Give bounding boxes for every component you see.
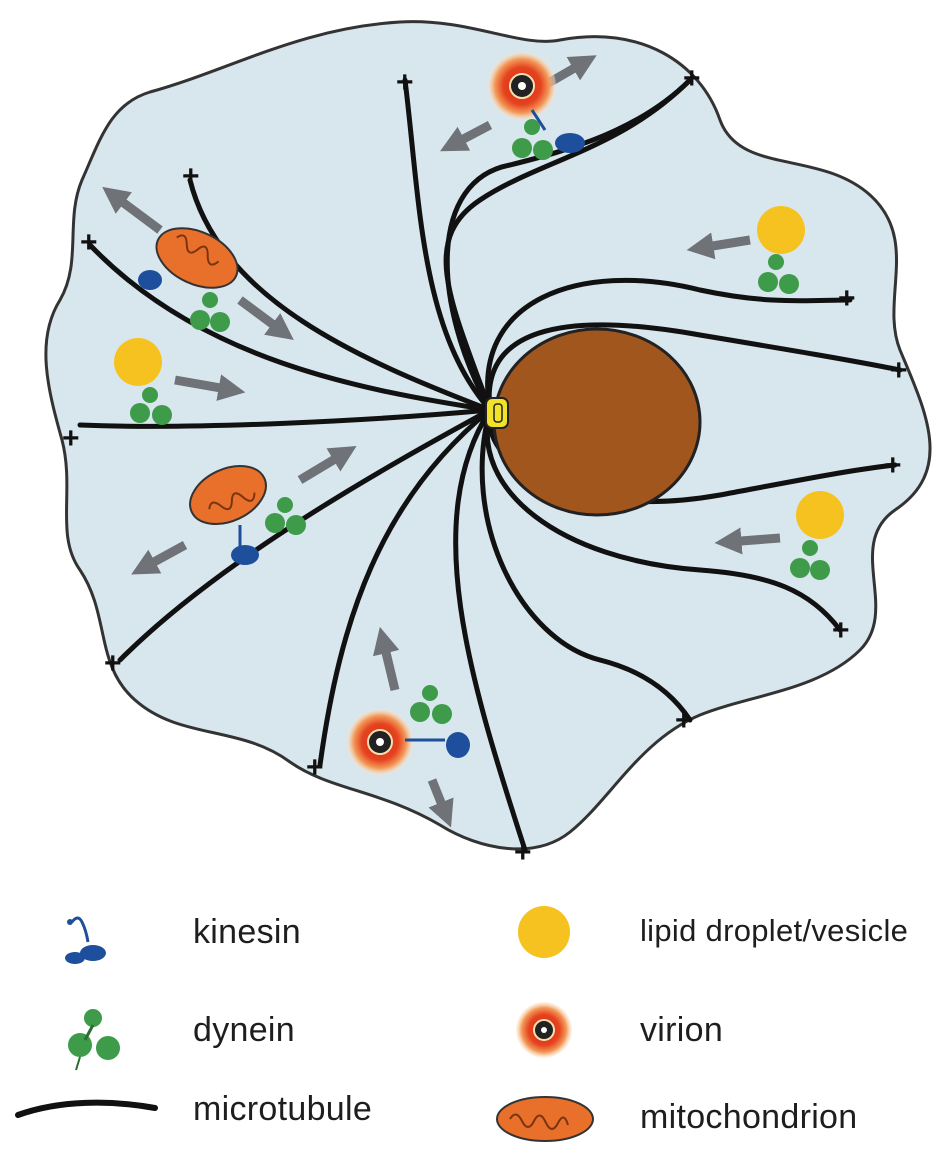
- plus-end: +: [104, 647, 122, 680]
- legend-virion-icon: [516, 1002, 572, 1058]
- legend-microtubule-icon: [18, 1103, 155, 1115]
- plus-end: +: [80, 226, 98, 259]
- legend-dynein-label: dynein: [193, 1011, 295, 1050]
- plus-end: +: [182, 160, 200, 193]
- legend-dynein-icon: [68, 1009, 120, 1070]
- plus-end: +: [514, 836, 532, 869]
- legend-kinesin-label: kinesin: [193, 913, 301, 952]
- plus-end: +: [838, 282, 856, 315]
- plus-end: +: [683, 62, 701, 95]
- plus-end: +: [396, 66, 414, 99]
- kinesin-motor: [446, 732, 470, 758]
- nucleus: [494, 329, 700, 515]
- legend-microtubule-label: microtubule: [193, 1090, 372, 1129]
- legend-lipid-icon: [518, 906, 570, 958]
- kinesin-motor: [555, 133, 585, 153]
- plus-end: +: [884, 449, 902, 482]
- centrosome: [486, 398, 508, 428]
- kinesin-motor: [138, 270, 162, 290]
- plus-end: +: [890, 354, 908, 387]
- plus-end: +: [62, 422, 80, 455]
- kinesin-motor: [231, 545, 259, 565]
- legend-lipid-label: lipid droplet/vesicle: [640, 913, 908, 949]
- plus-end: +: [306, 751, 324, 784]
- plus-end: +: [832, 614, 850, 647]
- legend-mitochondrion-icon: [497, 1097, 593, 1141]
- legend-mitochondrion-label: mitochondrion: [640, 1098, 857, 1137]
- plus-end: +: [675, 704, 693, 737]
- legend-kinesin-icon: [65, 918, 106, 964]
- legend-virion-label: virion: [640, 1011, 723, 1050]
- transport-arrow: [728, 538, 780, 542]
